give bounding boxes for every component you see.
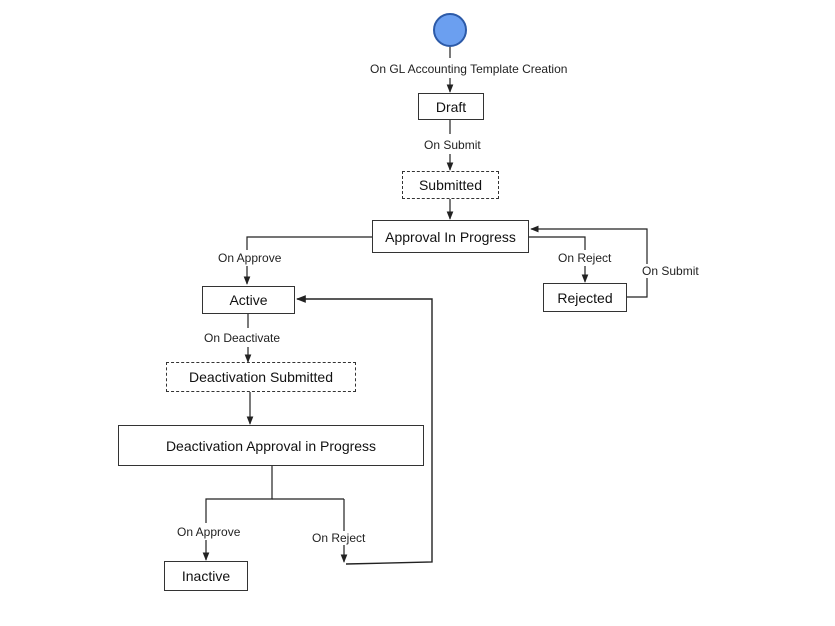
label-on-submit: On Submit (423, 138, 482, 152)
label-on-resubmit: On Submit (641, 264, 700, 278)
label-deactivation-reject: On Reject (311, 531, 367, 545)
label-creation: On GL Accounting Template Creation (369, 62, 569, 76)
initial-state-node (433, 13, 467, 47)
edge-approval-active-top (246, 236, 373, 250)
edge-rejected-approval (530, 225, 648, 298)
edge-approval-rejected-top (529, 236, 586, 250)
state-rejected: Rejected (543, 283, 627, 312)
label-on-reject: On Reject (557, 251, 613, 265)
label-on-approve: On Approve (217, 251, 283, 265)
edge-deact-reject-loop (296, 295, 433, 565)
state-approval-in-progress: Approval In Progress (372, 220, 529, 253)
state-draft: Draft (418, 93, 484, 120)
label-on-deactivate: On Deactivate (203, 331, 282, 345)
label-deactivation-approve: On Approve (176, 525, 242, 539)
edge-deact-branch (205, 466, 273, 523)
state-deactivation-submitted: Deactivation Submitted (166, 362, 356, 392)
state-deactivation-approval-in-progress: Deactivation Approval in Progress (118, 425, 424, 466)
state-active: Active (202, 286, 295, 314)
state-inactive: Inactive (164, 561, 248, 591)
state-submitted: Submitted (402, 171, 499, 199)
